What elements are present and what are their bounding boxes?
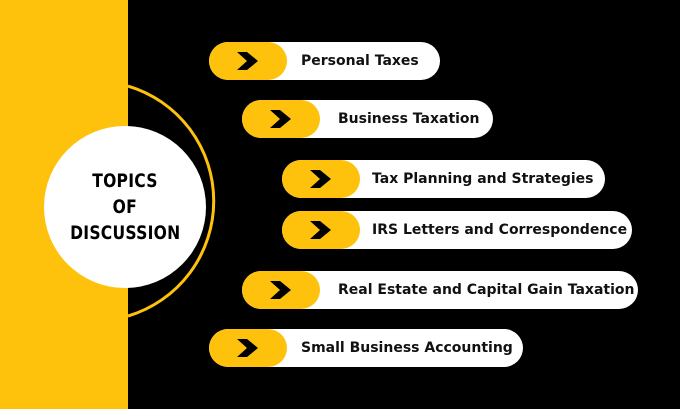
chevron-right-icon <box>270 110 291 128</box>
heading-line-2: OF <box>112 196 138 218</box>
chevron-right-icon <box>270 281 291 299</box>
topic-label: Real Estate and Capital Gain Taxation <box>338 282 635 298</box>
topic-item-small-business: Small Business Accounting <box>209 329 523 367</box>
topic-item-tax-planning: Tax Planning and Strategies <box>282 160 605 198</box>
topics-heading-circle: TOPICS OF DISCUSSION <box>44 126 206 288</box>
topic-tab <box>282 211 360 249</box>
topic-label: Business Taxation <box>338 111 480 127</box>
topic-item-real-estate: Real Estate and Capital Gain Taxation <box>242 271 638 309</box>
topic-tab <box>282 160 360 198</box>
heading-line-1: TOPICS <box>92 170 158 192</box>
topic-label: Small Business Accounting <box>301 340 513 356</box>
topic-label: Personal Taxes <box>301 53 419 69</box>
topic-item-personal-taxes: Personal Taxes <box>209 42 440 80</box>
topic-item-business-taxation: Business Taxation <box>242 100 493 138</box>
chevron-right-icon <box>237 339 258 357</box>
topic-tab <box>242 100 320 138</box>
chevron-right-icon <box>310 221 331 239</box>
topic-label: IRS Letters and Correspondence <box>372 222 628 238</box>
topic-label: Tax Planning and Strategies <box>372 171 594 187</box>
chevron-right-icon <box>237 52 258 70</box>
chevron-right-icon <box>310 170 331 188</box>
topic-tab <box>242 271 320 309</box>
heading-line-3: DISCUSSION <box>69 222 181 244</box>
topic-tab <box>209 329 287 367</box>
topic-item-irs-letters: IRS Letters and Correspondence <box>282 211 632 249</box>
topic-tab <box>209 42 287 80</box>
